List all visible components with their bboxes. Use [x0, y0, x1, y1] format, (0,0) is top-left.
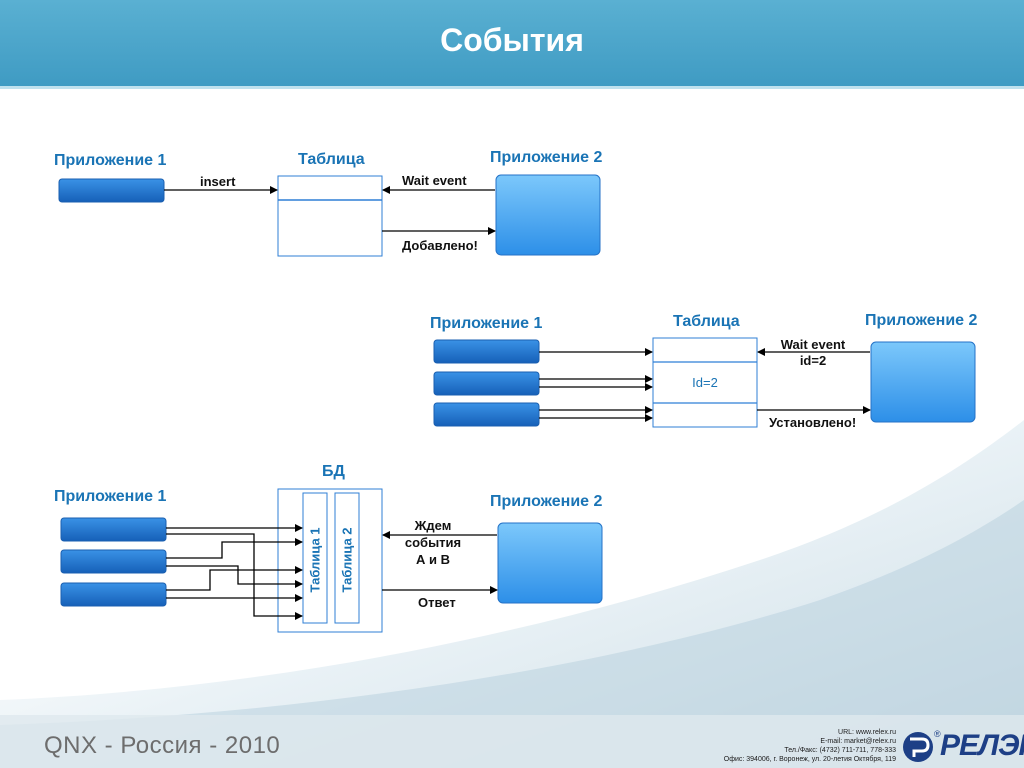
d3-wait-line2: события — [404, 535, 462, 550]
d2-app1-box-1 — [433, 339, 540, 364]
d1-added-label: Добавлено! — [402, 238, 478, 253]
d2-app1-label: Приложение 1 — [430, 315, 543, 332]
d2-app2-label: Приложение 2 — [865, 312, 978, 329]
d1-insert-label: insert — [200, 174, 236, 189]
d3-app1-box-3 — [60, 582, 167, 607]
d1-app2-box — [495, 174, 601, 256]
contact-office: Офис: 394006, г. Воронеж, ул. 20-летия О… — [723, 756, 896, 763]
contact-email: E-mail: market@relex.ru — [820, 738, 896, 745]
d3-app2-box — [497, 522, 603, 604]
d3-table1-label: Таблица 1 — [307, 527, 323, 593]
d1-app1-box — [58, 178, 165, 203]
d2-app1-box-3 — [433, 402, 540, 427]
d2-row-label: Id=2 — [692, 375, 718, 390]
d2-table-box — [652, 337, 758, 428]
d2-wait-label-line2: id=2 — [799, 353, 827, 368]
d1-table-label: Таблица — [298, 151, 365, 168]
diagram3-graphics — [60, 488, 603, 633]
logo-text: РЕЛЭКС — [940, 729, 1024, 762]
background-swoosh — [0, 420, 1024, 768]
d1-wait-label: Wait event — [402, 173, 467, 188]
contact-url: URL: www.relex.ru — [838, 729, 896, 736]
d3-app2-label: Приложение 2 — [490, 493, 603, 510]
d3-wait-line3: А и В — [416, 552, 450, 567]
d3-db-box — [277, 488, 383, 633]
d3-table2-box — [334, 492, 360, 624]
d3-app1-label: Приложение 1 — [54, 488, 167, 505]
d1-app2-label: Приложение 2 — [490, 149, 603, 166]
d3-table1-box — [302, 492, 328, 624]
d2-wait-label-line1: Wait event — [780, 337, 846, 352]
d2-set-label: Установлено! — [769, 415, 857, 430]
d2-table-label: Таблица — [673, 313, 740, 330]
d3-db-label: БД — [322, 463, 345, 480]
d3-wait-line1: Ждем — [414, 518, 452, 533]
diagram1-graphics — [58, 174, 601, 257]
d3-app1-box-1 — [60, 517, 167, 542]
title-bar — [0, 0, 1024, 89]
relex-logo-icon — [903, 732, 933, 762]
d3-app1-box-2 — [60, 549, 167, 574]
footer-brand: QNX - Россия - 2010 — [44, 732, 281, 759]
d2-app1-box-2 — [433, 371, 540, 396]
d1-app1-label: Приложение 1 — [54, 152, 167, 169]
diagram2-graphics — [433, 337, 976, 428]
d1-table-box — [277, 175, 383, 257]
contact-phone: Тел./Факс: (4732) 711-711, 778-333 — [784, 747, 896, 754]
registered-mark: ® — [934, 729, 941, 739]
d2-app2-box — [870, 341, 976, 423]
d3-answer-label: Ответ — [418, 595, 456, 610]
d3-table2-label: Таблица 2 — [339, 527, 355, 593]
slide-title: События — [440, 22, 584, 58]
